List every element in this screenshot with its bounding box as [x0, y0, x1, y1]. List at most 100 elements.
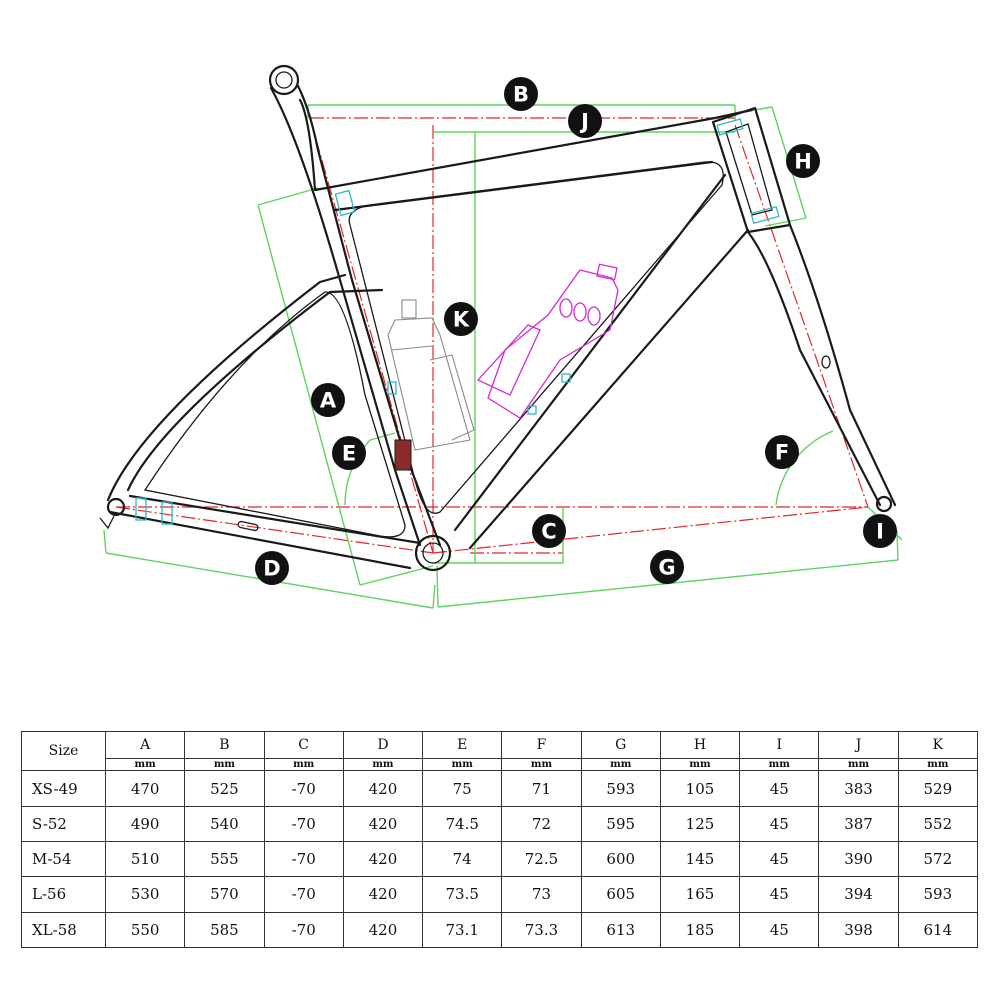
table-cell: 530 — [104, 876, 186, 913]
unit-cell: mm — [422, 758, 503, 772]
table-cell: 145 — [659, 840, 741, 878]
marker-k: K — [444, 302, 478, 336]
table-cell: 45 — [739, 876, 820, 913]
svg-text:F: F — [775, 441, 789, 465]
marker-b: B — [504, 77, 538, 111]
table-cell: 420 — [342, 805, 424, 842]
table-cell: 45 — [739, 805, 820, 842]
table-cell: 72.5 — [501, 840, 582, 878]
table-cell: 420 — [342, 840, 424, 878]
column-header-g: G — [580, 730, 661, 760]
table-cell: 74 — [422, 840, 503, 878]
table-cell: 45 — [739, 911, 820, 949]
table-cell: 390 — [818, 840, 899, 878]
table-cell: 73 — [501, 876, 582, 913]
size-header: Size — [21, 730, 106, 772]
table-cell: 165 — [659, 876, 741, 913]
table-cell: 585 — [184, 911, 265, 949]
table-cell: 570 — [184, 876, 265, 913]
table-cell: 45 — [739, 770, 820, 807]
column-header-a: A — [104, 730, 186, 760]
size-label: XS-49 — [21, 770, 106, 807]
unit-cell: mm — [897, 758, 979, 772]
svg-text:K: K — [453, 308, 470, 332]
marker-i: I — [863, 514, 897, 548]
table-cell: 510 — [104, 840, 186, 878]
table-cell: 572 — [897, 840, 979, 878]
unit-cell: mm — [580, 758, 661, 772]
table-cell: 614 — [897, 911, 979, 949]
marker-d: D — [255, 551, 289, 585]
table-cell: -70 — [263, 840, 344, 878]
table-cell: 555 — [184, 840, 265, 878]
table-cell: 73.3 — [501, 911, 582, 949]
table-cell: 605 — [580, 876, 661, 913]
table-cell: 74.5 — [422, 805, 503, 842]
table-cell: 470 — [104, 770, 186, 807]
table-cell: -70 — [263, 770, 344, 807]
table-cell: 105 — [659, 770, 741, 807]
table-cell: 593 — [580, 770, 661, 807]
marker-a: A — [311, 383, 345, 417]
marker-e: E — [332, 436, 366, 470]
unit-cell: mm — [659, 758, 741, 772]
table-cell: 71 — [501, 770, 582, 807]
size-label: S-52 — [21, 805, 106, 842]
unit-cell: mm — [263, 758, 344, 772]
table-cell: 613 — [580, 911, 661, 949]
unit-cell: mm — [818, 758, 899, 772]
svg-text:B: B — [513, 83, 529, 107]
table-cell: 45 — [739, 840, 820, 878]
svg-text:A: A — [320, 389, 337, 413]
table-cell: 540 — [184, 805, 265, 842]
cable-fittings — [135, 118, 780, 525]
table-cell: 394 — [818, 876, 899, 913]
table-cell: 73.1 — [422, 911, 503, 949]
svg-text:C: C — [541, 520, 556, 544]
column-header-h: H — [659, 730, 741, 760]
unit-cell: mm — [104, 758, 186, 772]
table-cell: 595 — [580, 805, 661, 842]
table-cell: 75 — [422, 770, 503, 807]
unit-cell: mm — [501, 758, 582, 772]
table-cell: 73.5 — [422, 876, 503, 913]
column-header-e: E — [422, 730, 503, 760]
table-cell: 387 — [818, 805, 899, 842]
table-cell: 383 — [818, 770, 899, 807]
table-cell: 420 — [342, 770, 424, 807]
svg-text:I: I — [876, 520, 884, 544]
svg-text:J: J — [579, 110, 589, 134]
column-header-c: C — [263, 730, 344, 760]
marker-f: F — [765, 435, 799, 469]
unit-cell: mm — [342, 758, 424, 772]
table-cell: 593 — [897, 876, 979, 913]
marker-g: G — [650, 550, 684, 584]
bottle-grey — [387, 299, 475, 451]
table-cell: 525 — [184, 770, 265, 807]
unit-cell: mm — [739, 758, 820, 772]
table-cell: -70 — [263, 805, 344, 842]
marker-c: C — [532, 514, 566, 548]
marker-j: J — [568, 104, 602, 138]
bottle-magenta — [476, 263, 619, 419]
table-cell: -70 — [263, 876, 344, 913]
column-header-k: K — [897, 730, 979, 760]
table-cell: 550 — [104, 911, 186, 949]
unit-cell: mm — [184, 758, 265, 772]
center-lines — [115, 117, 869, 554]
table-cell: 185 — [659, 911, 741, 949]
table-cell: 125 — [659, 805, 741, 842]
column-header-d: D — [342, 730, 424, 760]
column-header-b: B — [184, 730, 265, 760]
size-label: L-56 — [21, 876, 106, 913]
table-cell: 420 — [342, 911, 424, 949]
